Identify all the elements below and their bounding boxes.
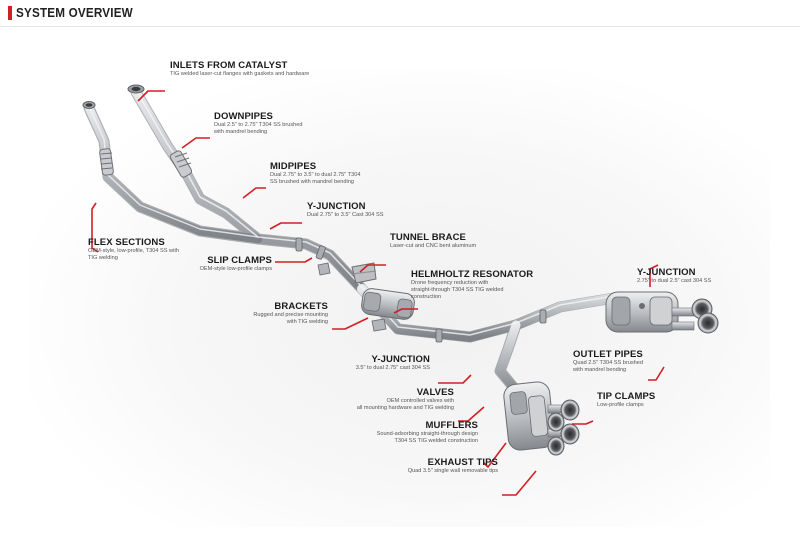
label-helmholtz-desc-3: construction — [411, 294, 442, 300]
leader-yjunction-mid — [438, 374, 472, 384]
rear-left-muffler — [503, 381, 563, 451]
label-mufflers-title: MUFFLERS — [425, 420, 478, 431]
label-inlets-desc-1: TIG welded laser-cut flanges with gasket… — [170, 71, 310, 77]
header-accent-mark — [8, 6, 12, 20]
leader-helmholtz — [393, 308, 418, 314]
label-exhaust-tips-desc-1: Quad 3.5" single wall removable tips — [407, 468, 498, 474]
leader-midpipes — [242, 187, 266, 199]
label-yjunction-front-desc-1: Dual 2.75" to 3.5" Cast 304 SS — [307, 212, 384, 218]
label-tunnel-brace-title: TUNNEL BRACE — [390, 232, 466, 243]
label-yjunction-mid: Y-JUNCTION 3.5" to dual 2.75" cast 304 S… — [320, 354, 430, 372]
label-flex-sections: FLEX SECTIONS OEM-style, low-profile, T3… — [88, 237, 179, 262]
leader-tip-clamps — [572, 420, 594, 425]
label-valves: VALVES OEM controlled valves with all mo… — [320, 387, 454, 412]
label-yjunction-rear: Y-JUNCTION 2.75" to dual 2.5" cast 304 S… — [637, 267, 711, 285]
label-midpipes-title: MIDPIPES — [270, 161, 317, 172]
label-downpipes-desc-1: Dual 2.5" to 2.75" T304 SS brushed — [214, 122, 303, 128]
brackets — [317, 262, 387, 332]
leader-yjunction-rear — [649, 264, 659, 287]
label-tip-clamps: TIP CLAMPS Low-profile clamps — [597, 391, 655, 409]
label-helmholtz-title: HELMHOLTZ RESONATOR — [411, 269, 534, 280]
label-yjunction-mid-desc-1: 3.5" to dual 2.75" cast 304 SS — [355, 365, 430, 371]
label-helmholtz-desc-2: straight-through T304 SS TIG welded — [411, 287, 504, 293]
main-pipe — [357, 284, 625, 342]
label-valves-desc-1: OEM controlled valves with — [386, 398, 454, 404]
label-exhaust-tips: EXHAUST TIPS Quad 3.5" single wall remov… — [380, 457, 498, 475]
label-tip-clamps-title: TIP CLAMPS — [597, 391, 656, 402]
header-bar: SYSTEM OVERVIEW — [0, 0, 800, 27]
leader-valves — [458, 406, 485, 422]
label-helmholtz-desc-1: Drone frequency reduction with — [411, 280, 489, 286]
label-mufflers-desc-2: T304 SS TIG welded construction — [394, 438, 478, 444]
label-outlet-pipes-desc-1: Quad 2.5" T304 SS brushed — [573, 360, 643, 366]
label-flex-sections-desc-1: OEM-style, low-profile, T304 SS with — [88, 248, 179, 254]
leader-lines — [91, 90, 665, 496]
rear-right-muffler — [605, 291, 695, 333]
label-valves-desc-2: all mounting hardware and TIG welding — [356, 405, 454, 411]
leader-mufflers — [483, 442, 507, 468]
label-downpipes-title: DOWNPIPES — [214, 111, 273, 122]
leader-slip-clamps — [275, 257, 313, 263]
leader-inlets — [137, 90, 165, 102]
label-tip-clamps-desc-1: Low-profile clamps — [597, 402, 644, 408]
label-yjunction-mid-title: Y-JUNCTION — [371, 354, 430, 365]
page-title: SYSTEM OVERVIEW — [16, 5, 133, 20]
label-downpipes: DOWNPIPES Dual 2.5" to 2.75" T304 SS bru… — [214, 111, 302, 136]
label-outlet-pipes-title: OUTLET PIPES — [573, 349, 643, 360]
rear-right-exhaust-tips — [691, 298, 719, 334]
label-mufflers: MUFFLERS Sound-adsorbing straight-throug… — [350, 420, 478, 445]
label-helmholtz: HELMHOLTZ RESONATOR Drone frequency redu… — [411, 269, 533, 301]
flex-sections — [99, 148, 193, 178]
helmholtz-resonator — [361, 288, 415, 320]
label-flex-sections-title: FLEX SECTIONS — [88, 237, 165, 248]
leader-downpipes — [181, 137, 210, 149]
label-inlets-title: INLETS FROM CATALYST — [170, 60, 288, 71]
label-slip-clamps: SLIP CLAMPS OEM-style low-profile clamps — [170, 255, 272, 273]
label-inlets: INLETS FROM CATALYST TIG welded laser-cu… — [170, 60, 309, 78]
leader-tunnel-brace — [359, 264, 386, 273]
label-slip-clamps-title: SLIP CLAMPS — [207, 255, 272, 266]
lower-branch-pipe — [495, 320, 525, 400]
label-outlet-pipes-desc-2: with mandrel bending — [573, 367, 627, 373]
label-brackets-title: BRACKETS — [274, 301, 328, 312]
leader-yjunction-front — [269, 222, 302, 230]
label-flex-sections-desc-2: TIG welding — [88, 255, 118, 261]
label-valves-title: VALVES — [416, 387, 454, 398]
downpipe-left — [84, 103, 263, 244]
leader-brackets — [332, 317, 369, 330]
label-mufflers-desc-1: Sound-adsorbing straight-through design — [376, 431, 478, 437]
tunnel-brace — [351, 262, 377, 284]
diagram-stage: INLETS FROM CATALYST TIG welded laser-cu… — [0, 27, 800, 536]
inlet-flanges — [82, 84, 145, 109]
rear-left-exhaust-tips — [547, 399, 580, 456]
leader-outlet-pipes — [648, 366, 665, 381]
label-midpipes-desc-2: SS brushed with mandrel bending — [270, 179, 354, 185]
label-tunnel-brace-desc-1: Laser-cut and CNC bent aluminum — [390, 243, 477, 249]
leader-flex-sections — [91, 202, 99, 253]
label-brackets-desc-2: with TIG welding — [286, 319, 328, 325]
label-yjunction-rear-desc-1: 2.75" to dual 2.5" cast 304 SS — [637, 278, 712, 284]
label-brackets: BRACKETS Rugged and precise mounting wit… — [226, 301, 328, 326]
label-brackets-desc-1: Rugged and precise mounting — [253, 312, 328, 318]
label-outlet-pipes: OUTLET PIPES Quad 2.5" T304 SS brushed w… — [573, 349, 643, 374]
label-tunnel-brace: TUNNEL BRACE Laser-cut and CNC bent alum… — [390, 232, 476, 250]
label-slip-clamps-desc-1: OEM-style low-profile clamps — [199, 266, 272, 272]
slip-clamps — [295, 237, 547, 343]
leader-exhaust-tips — [502, 470, 537, 496]
label-midpipes: MIDPIPES Dual 2.75" to 3.5" to dual 2.75… — [270, 161, 360, 186]
label-downpipes-desc-2: with mandrel bending — [214, 129, 268, 135]
label-yjunction-rear-title: Y-JUNCTION — [637, 267, 696, 278]
exhaust-system-diagram — [82, 84, 719, 496]
label-yjunction-front: Y-JUNCTION Dual 2.75" to 3.5" Cast 304 S… — [307, 201, 383, 219]
label-exhaust-tips-title: EXHAUST TIPS — [427, 457, 498, 468]
label-midpipes-desc-1: Dual 2.75" to 3.5" to dual 2.75" T304 — [270, 172, 361, 178]
label-yjunction-front-title: Y-JUNCTION — [307, 201, 366, 212]
